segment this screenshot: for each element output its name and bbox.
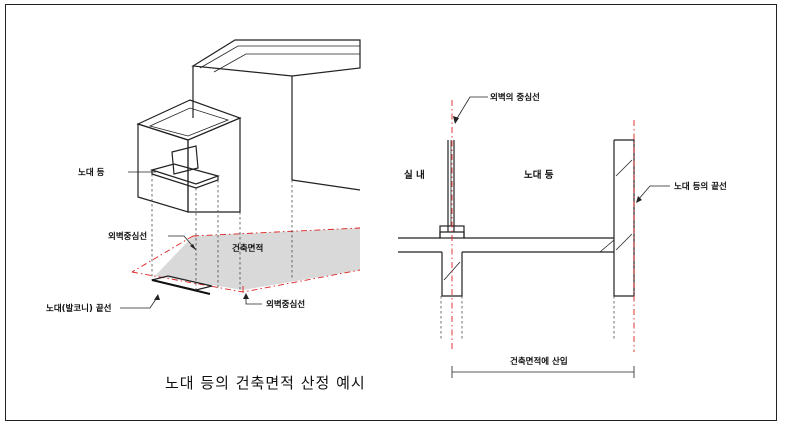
label-balcony-end-line: 노대 등의 끝선	[674, 181, 727, 192]
front-box-side-face	[187, 117, 241, 213]
front-box-top-inner	[148, 107, 230, 137]
label-building-area: 건축면적	[232, 243, 263, 254]
caption: 노대 등의 건축면적 산정 예시	[165, 374, 366, 392]
parapet	[613, 139, 635, 297]
front-box-top	[136, 99, 242, 141]
label-wall-center-bottom: 외벽중심선	[266, 299, 305, 310]
front-box-front-face	[137, 123, 189, 213]
isometric-building	[120, 39, 361, 309]
section-drawing	[398, 96, 670, 378]
balcony-slab	[149, 163, 220, 185]
label-balcony-edge: 노대(발코니) 끝선	[46, 303, 112, 314]
rear-block-parapet	[199, 45, 360, 69]
label-balcony: 노대 등	[78, 167, 105, 178]
hatch-slab	[599, 239, 615, 253]
arrow-wall-center-right	[453, 116, 459, 124]
wall-below	[441, 252, 463, 297]
leader-wall-center-bottom	[245, 296, 262, 305]
rear-block-base	[291, 179, 361, 191]
leader-wall-center-right	[455, 96, 488, 121]
label-balcony-right: 노대 등	[524, 169, 554, 181]
centerline-shade-left	[131, 235, 194, 273]
label-wall-center-left: 외벽중심선	[108, 231, 147, 242]
hatch-parapet-2	[615, 233, 633, 251]
label-indoor: 실 내	[404, 169, 425, 181]
leader-balcony-end-line	[637, 185, 670, 201]
balcony-footprint-edge	[151, 279, 211, 295]
centerline-shade-top	[192, 227, 361, 237]
arrow-wall-center-left	[190, 244, 196, 250]
arrow-balcony-end-line	[636, 196, 642, 203]
leader-balcony-edge	[120, 295, 159, 309]
rear-block-parapet-inner	[213, 53, 360, 73]
arrow-wall-center-bottom	[243, 293, 249, 299]
building-area-shade	[155, 228, 360, 290]
diagram-frame	[5, 4, 777, 421]
arrow-balcony-edge	[154, 294, 160, 300]
slab-top	[398, 231, 614, 239]
balcony-railing-back	[171, 145, 199, 175]
hatch-parapet-1	[615, 159, 633, 177]
label-included-area: 건축면적에 산입	[510, 356, 568, 367]
label-wall-center-right: 외벽의 중심선	[490, 92, 540, 103]
